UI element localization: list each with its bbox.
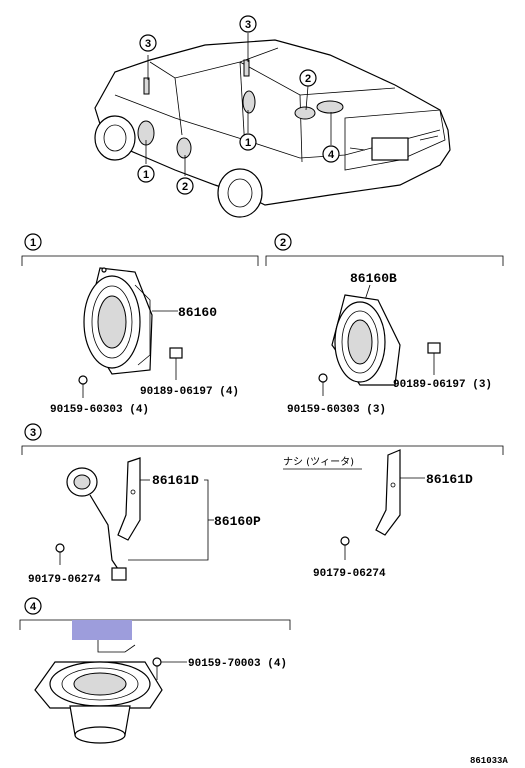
part-number-86161D-left: 86161D (152, 473, 199, 488)
screw-1 (78, 375, 88, 385)
section-3-bracket (21, 445, 504, 455)
part-number-86160P: 86160P (214, 514, 261, 529)
note-without-tweeter: ナシ (ツィータ) (283, 456, 354, 468)
callout-text: 2 (182, 181, 188, 193)
section-2-label: 2 (280, 237, 286, 249)
callout-text: 1 (143, 169, 149, 181)
car-tweeter-right (243, 59, 250, 77)
callout-text: 1 (245, 137, 251, 149)
speaker-86160-drawing (83, 267, 153, 375)
part-number-nut-2: 90189-06197 (3) (393, 379, 492, 391)
part-number-86161D-right: 86161D (426, 472, 473, 487)
speaker-section4-drawing (34, 640, 163, 744)
part-number-screw-3: 90179-06274 (28, 574, 101, 586)
callout-car-1-door: 1 (239, 133, 257, 151)
speaker-86160B-drawing (331, 294, 401, 386)
callout-text: 3 (245, 19, 251, 31)
car-tweeter-left (143, 77, 150, 95)
callout-car-3-left: 3 (139, 34, 157, 52)
screw-3 (55, 543, 65, 553)
clip-nut-2 (427, 342, 441, 354)
car-speaker-4 (316, 100, 344, 114)
part-number-screw-4: 90159-70003 (4) (188, 658, 287, 670)
bracket-86161D-left (117, 457, 141, 541)
part-number-86160: 86160 (178, 305, 217, 320)
car-speaker-1 (242, 90, 256, 114)
section-3-label: 3 (30, 427, 36, 439)
section-1-label: 1 (30, 237, 36, 249)
screw-3-right (340, 536, 350, 546)
part-number-nut-1: 90189-06197 (4) (140, 386, 239, 398)
callout-text: 3 (145, 38, 151, 50)
section-4-label: 4 (30, 601, 37, 613)
car-door-speaker-rear (176, 137, 192, 159)
callout-text: 2 (305, 73, 311, 85)
section-2-bracket (265, 255, 504, 266)
part-number-screw-1: 90159-60303 (4) (50, 404, 149, 416)
car-illustration: 3 3 2 4 1 1 2 (94, 15, 451, 218)
bracket-86161D-right (375, 449, 401, 536)
part-number-screw-2: 90159-60303 (3) (287, 404, 386, 416)
front-wheel (94, 115, 136, 161)
callout-text: 4 (328, 149, 335, 161)
callout-car-1-front: 1 (137, 165, 155, 183)
part-number-86160B: 86160B (350, 271, 397, 286)
callout-car-4: 4 (322, 145, 340, 163)
license-plate (371, 137, 409, 161)
part-number-screw-3-right: 90179-06274 (313, 568, 386, 580)
clip-nut-1 (169, 347, 183, 359)
callout-car-3-mid: 3 (239, 15, 257, 33)
rear-wheel (217, 168, 263, 218)
section-1-bracket (21, 255, 259, 266)
car-speaker-2 (294, 106, 316, 120)
screw-4 (152, 657, 162, 667)
part-number-highlight (72, 620, 132, 640)
figure-code: 861033A (470, 756, 508, 766)
section-1: 1 86160 90189-06197 (4) 90159-60303 (4) (21, 233, 259, 416)
section-4: 4 90159-70003 (4) (19, 597, 291, 744)
tweeter-drawing (66, 467, 127, 581)
section-4-bracket (19, 619, 291, 630)
screw-2 (318, 373, 328, 383)
callout-car-2-mid: 2 (299, 69, 317, 87)
callout-car-2-front: 2 (176, 177, 194, 195)
section-3: 3 86161D 86160P 90179-06274 ナシ (ツィータ) (21, 423, 504, 586)
section-2: 2 86160B 90189-06197 (3) 90159-60303 (3) (265, 233, 504, 416)
